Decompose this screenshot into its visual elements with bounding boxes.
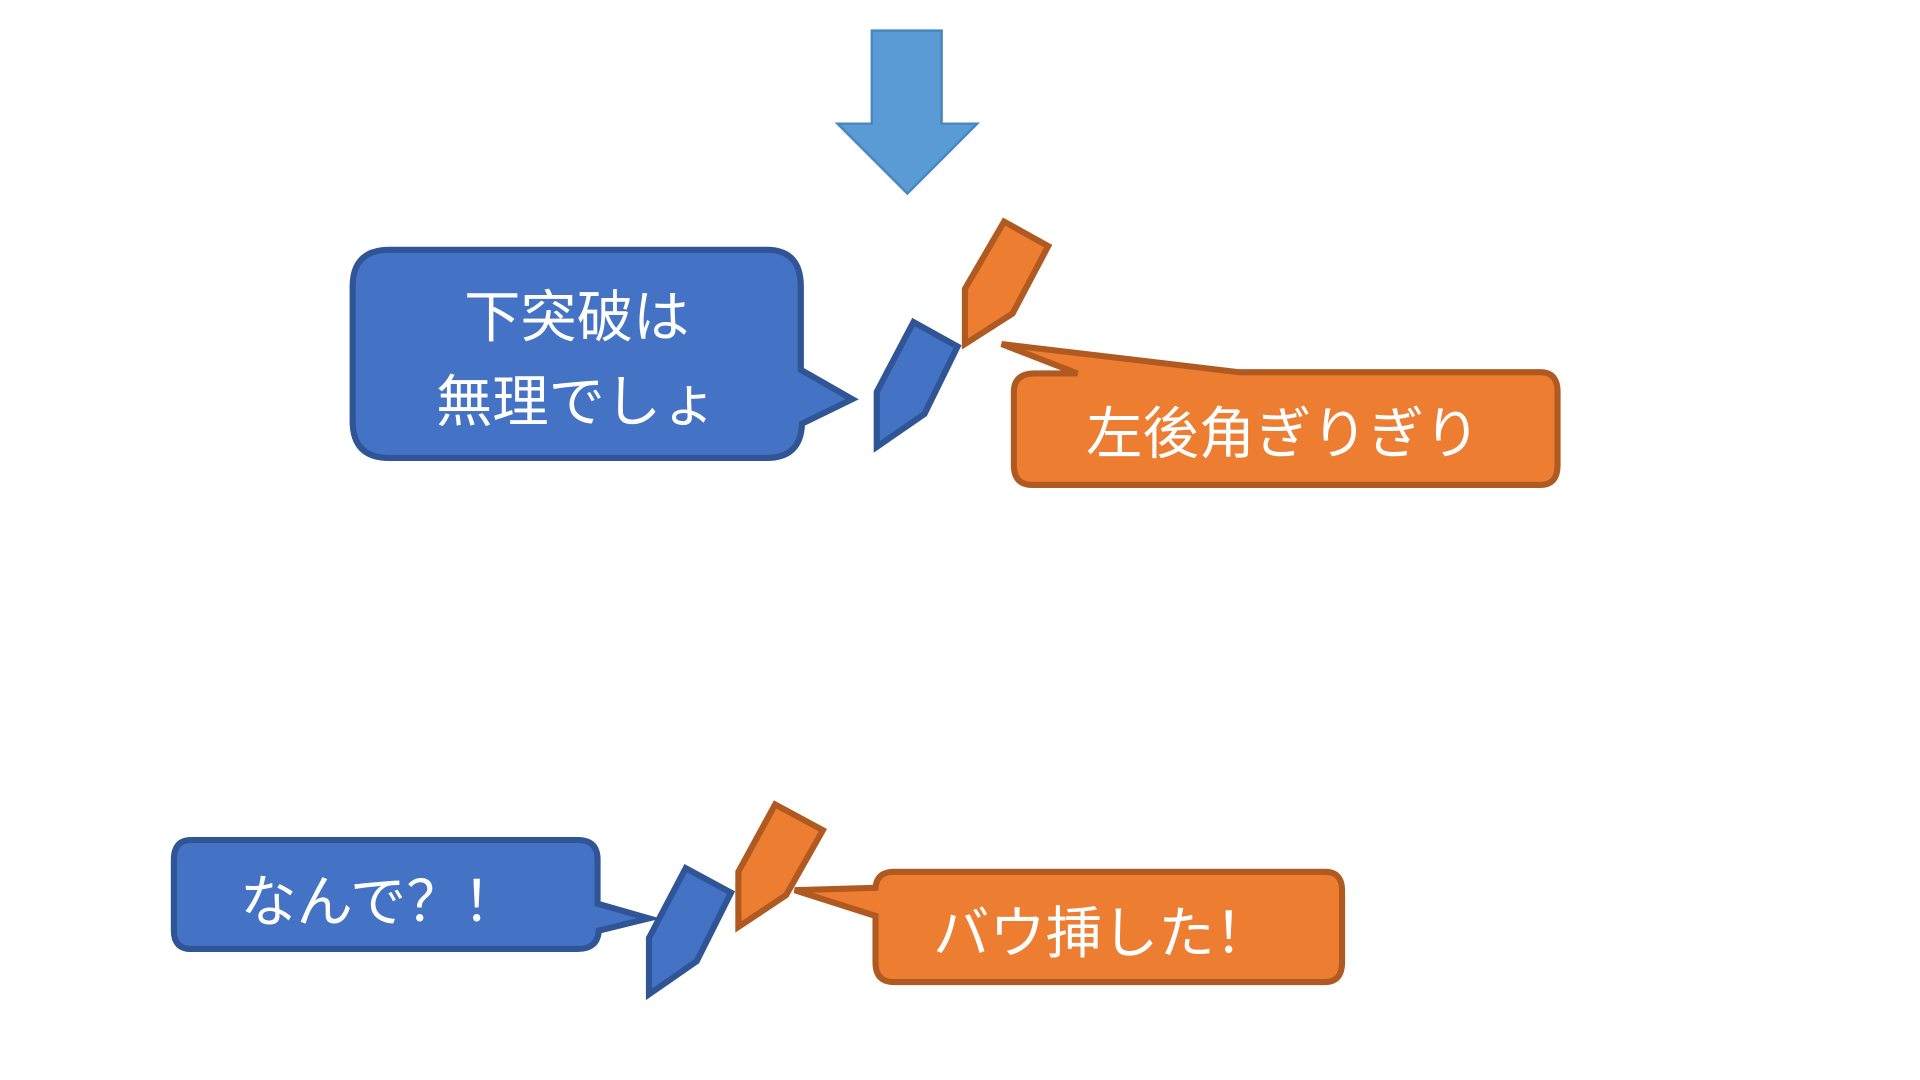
orange-boat-2: [735, 800, 828, 933]
blue-boat-2: [645, 863, 736, 1001]
blue-speech-bubble-1: 下突破は 無理でしょ: [349, 246, 859, 462]
down-arrow-icon: [834, 29, 981, 196]
orange-speech-bubble-2: バウ挿した！: [793, 868, 1346, 986]
orange-speech-bubble-1: 左後角ぎりぎり: [1000, 341, 1561, 488]
bubble-text: 左後角ぎりぎり: [1086, 402, 1480, 467]
blue-speech-bubble-2: なんで？！: [170, 836, 661, 953]
bubble-text: バウ挿した！: [933, 902, 1271, 967]
blue-boat: [873, 317, 962, 453]
bubble-text-line1: 下突破は: [464, 286, 689, 351]
bubble-text-line2: 無理でしょ: [436, 370, 718, 435]
orange-boat: [961, 217, 1053, 350]
bubble-text: なんで？！: [240, 870, 519, 935]
